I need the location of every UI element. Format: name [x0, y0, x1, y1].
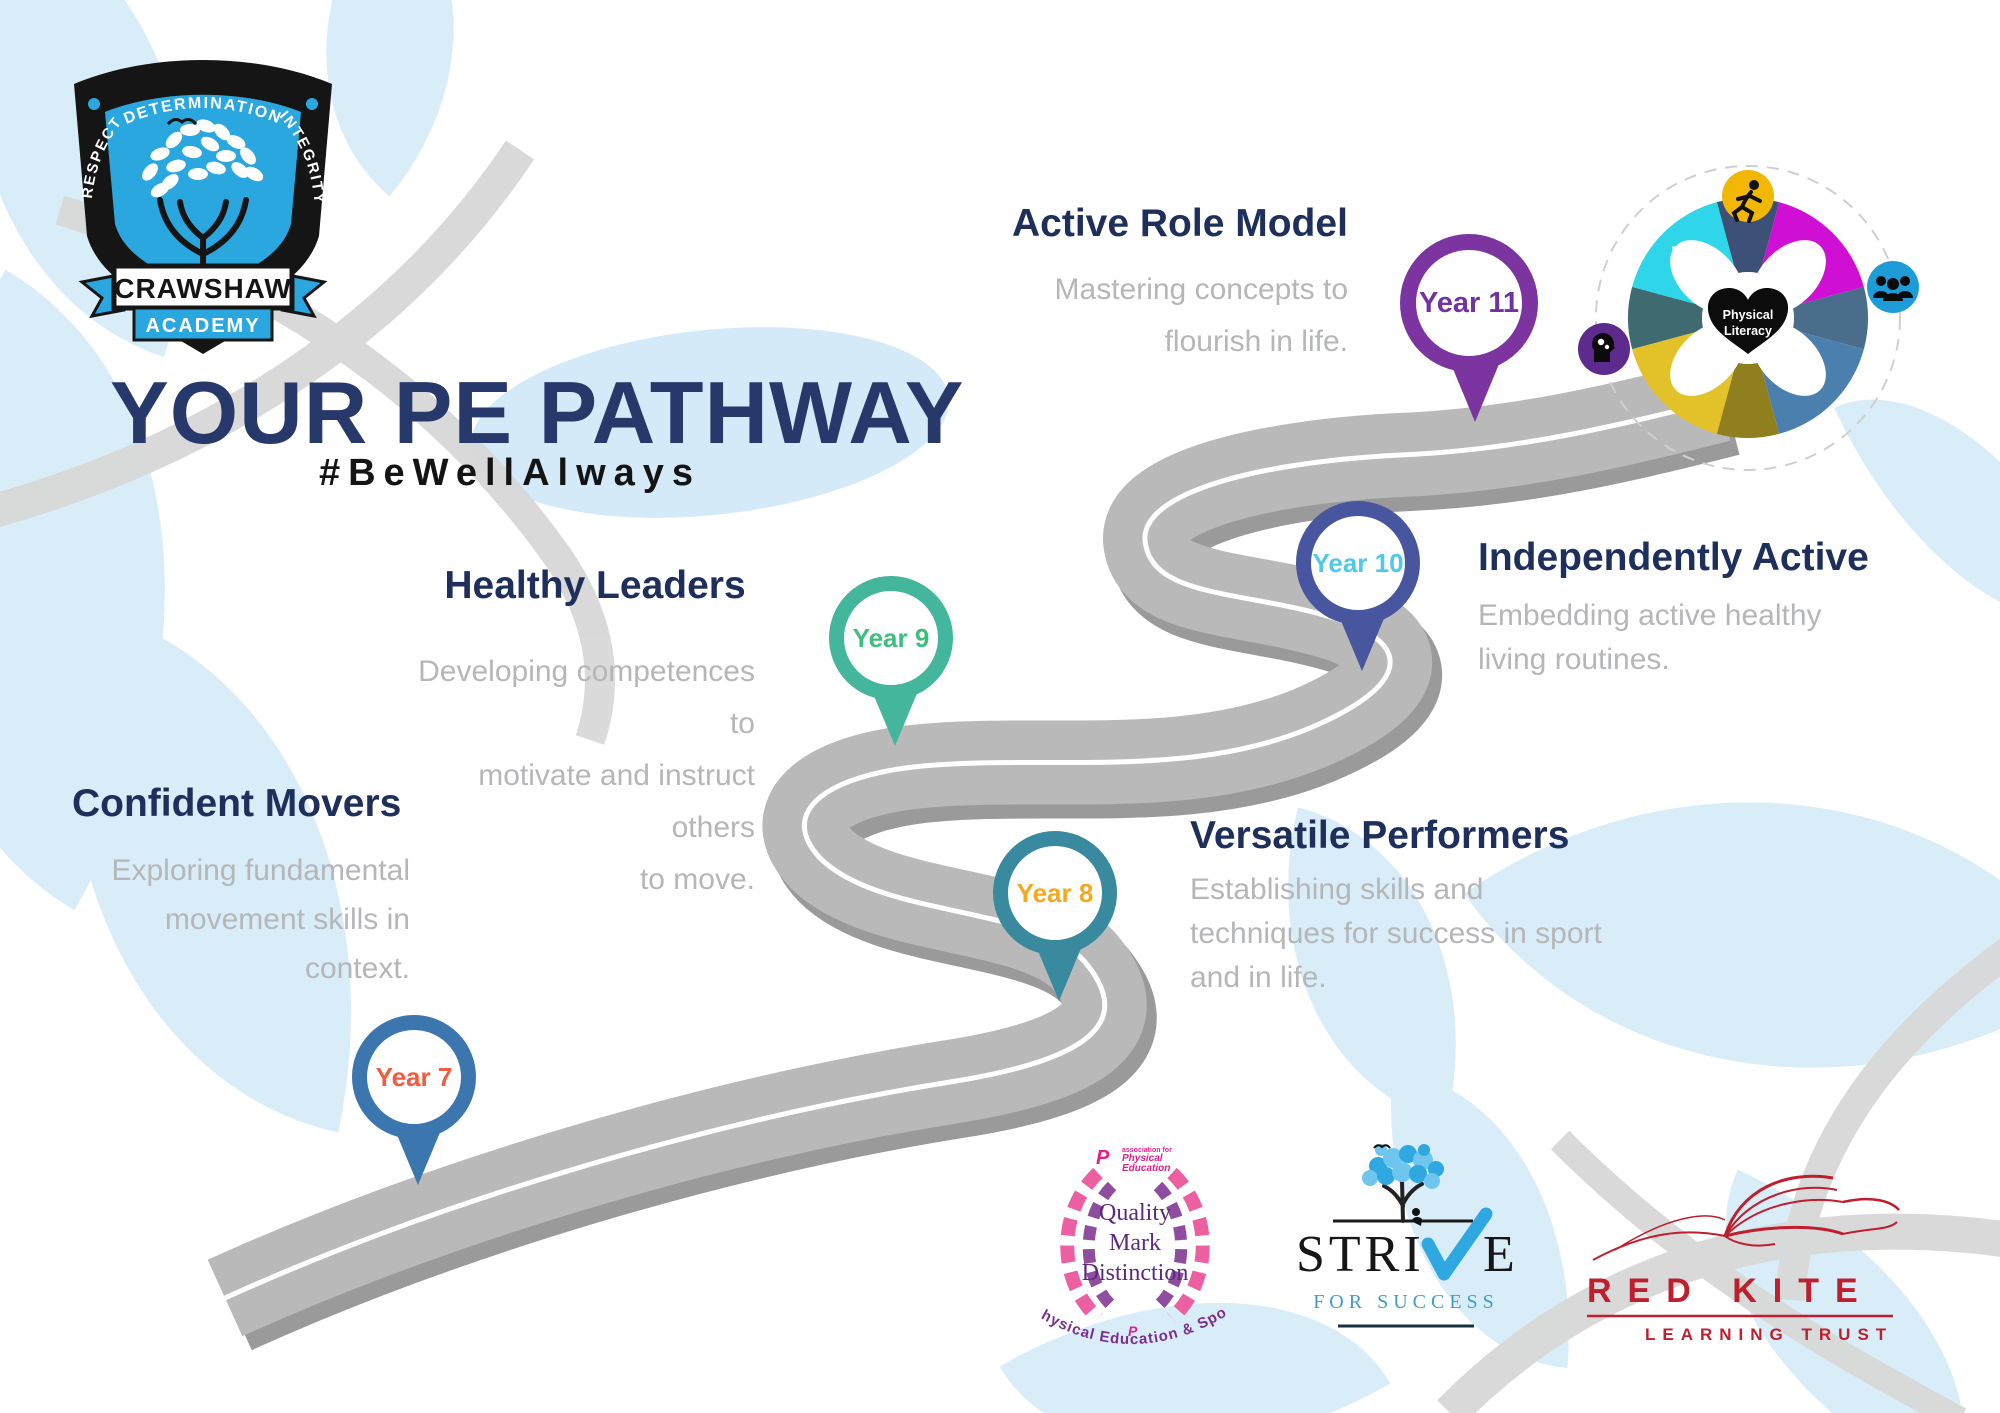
pin-head: Year 9: [829, 576, 953, 700]
stage-body-line: to move.: [639, 863, 755, 896]
crest-dot: [88, 98, 100, 110]
strive-tree: [1333, 1144, 1473, 1226]
strive-for-success-logo: STRI E FOR SUCCESS: [1296, 1144, 1515, 1328]
physical-literacy-wheel: W E L L Physical Literacy: [1578, 165, 1919, 471]
laurel-wreath: [1060, 1167, 1210, 1324]
afpe-mini-name2: Education: [1122, 1163, 1170, 1174]
reading-figure: [1412, 1208, 1420, 1216]
road-centerline: [223, 397, 1721, 1301]
academy-name: CRAWSHAW: [114, 273, 292, 304]
community-icon: [1867, 261, 1919, 313]
stage-body-line: Establishing skills and: [1190, 873, 1484, 906]
strive-subtitle: FOR SUCCESS: [1313, 1291, 1499, 1313]
year7-label: Year 7: [375, 1061, 453, 1092]
pin-head: Year 11: [1400, 234, 1538, 372]
red-kite-subtitle: LEARNING TRUST: [1645, 1325, 1893, 1344]
stage-body-line: Exploring fundamental: [111, 854, 410, 887]
year10-pin: Year 10: [1296, 501, 1428, 671]
stage-heading-healthy-leaders: Healthy Leaders: [444, 564, 746, 607]
afpe-mini-name1: Physical: [1122, 1153, 1163, 1164]
bird-icon: [1373, 1144, 1391, 1149]
runner-icon: [1722, 170, 1774, 223]
stage-body-line: Embedding active healthy: [1478, 599, 1822, 632]
stage-body-line: context.: [304, 952, 410, 985]
stage-body-versatile-performers: Establishing skills and techniques for s…: [1190, 868, 1670, 1000]
letter-e: E: [1797, 240, 1820, 278]
branch-swooshes: [0, 140, 2000, 1413]
wheel-letters: W E L L: [1672, 240, 1820, 398]
stage-body-line: Developing competences to: [418, 655, 755, 740]
red-kite-learning-trust-logo: RED KITE LEARNING TRUST: [1587, 1174, 1900, 1344]
checkmark-icon: [1421, 1207, 1493, 1281]
crawshaw-academy-logo: DETERMINATION RESPECT INTEGRITY: [74, 60, 332, 354]
heart-icon: [1707, 287, 1789, 354]
stage-body-line: Mastering concepts to: [1054, 273, 1348, 306]
afpe-p-mark-small: P: [1128, 1323, 1138, 1339]
afpe-p-mark: P: [1096, 1147, 1110, 1169]
tree-foliage: [1362, 1144, 1444, 1189]
year11-pin: Year 11: [1400, 234, 1550, 422]
wheel-center-line1: Physical: [1723, 308, 1774, 322]
letter-l: L: [1798, 360, 1819, 398]
red-kite-name: RED KITE: [1587, 1272, 1874, 1310]
award-line: Mark: [1109, 1230, 1161, 1256]
award-line: Distinction: [1082, 1260, 1189, 1286]
stage-body-line: motivate and instruct others: [478, 759, 755, 844]
shield-tip: [176, 338, 230, 354]
bird-icon: [166, 117, 198, 126]
stage-heading-independently-active: Independently Active: [1478, 536, 1869, 579]
pin-head: Year 10: [1296, 501, 1420, 625]
tree-branches: [157, 197, 249, 283]
shield-field: [105, 94, 301, 285]
award-line: Quality: [1099, 1200, 1171, 1226]
stage-body-line: techniques for success in sport: [1190, 917, 1602, 950]
wheel-center-line2: Literacy: [1724, 324, 1772, 338]
stage-body-confident-movers: Exploring fundamental movement skills in…: [70, 846, 410, 993]
academy-type: ACADEMY: [145, 315, 260, 337]
stage-body-line: movement skills in: [164, 903, 410, 936]
stage-body-line: living routines.: [1478, 643, 1670, 676]
afpe-mini-top: association for: [1122, 1147, 1172, 1154]
hashtag-subtitle: #BeWellAlways: [318, 452, 702, 494]
year10-label: Year 10: [1312, 547, 1404, 578]
award-text: Quality Mark Distinction: [1082, 1200, 1189, 1286]
type-banner: [132, 306, 274, 342]
stage-body-healthy-leaders: Developing competences to motivate and i…: [390, 646, 755, 906]
tree-leaves: [142, 119, 264, 198]
pin-head: Year 7: [352, 1015, 476, 1139]
stage-body-line: and in life.: [1190, 961, 1327, 994]
year11-label: Year 11: [1419, 286, 1519, 319]
letter-w: W: [1672, 240, 1705, 278]
letter-l2: L: [1678, 360, 1699, 398]
crest-dot: [306, 98, 318, 110]
stage-body-active-role-model: Mastering concepts to flourish in life.: [1000, 264, 1348, 368]
afpe-quality-mark-badge: P association for Physical Education Qua…: [1030, 1128, 1229, 1348]
stage-heading-active-role-model: Active Role Model: [1012, 202, 1348, 245]
stage-body-independently-active: Embedding active healthy living routines…: [1478, 594, 1898, 682]
dashed-ring: [1595, 165, 1901, 471]
page-title: YOUR PE PATHWAY: [110, 363, 965, 462]
strive-word-prefix: STRI: [1296, 1226, 1425, 1283]
red-kite-bird: [1592, 1174, 1900, 1261]
stage-heading-confident-movers: Confident Movers: [72, 782, 402, 825]
year8-pin: Year 8: [993, 831, 1125, 1001]
stage-body-line: flourish in life.: [1164, 325, 1348, 358]
year8-label: Year 8: [1016, 877, 1094, 908]
pathway-road: [207, 359, 1740, 1351]
reading-figure-body: [1411, 1216, 1422, 1226]
stage-heading-versatile-performers: Versatile Performers: [1190, 814, 1570, 857]
year9-pin: Year 9: [829, 576, 961, 746]
year7-pin: Year 7: [352, 1015, 484, 1185]
year9-label: Year 9: [852, 622, 930, 653]
mind-icon: [1578, 323, 1630, 375]
pin-head: Year 8: [993, 831, 1117, 955]
strive-word-suffix: E: [1483, 1226, 1515, 1283]
